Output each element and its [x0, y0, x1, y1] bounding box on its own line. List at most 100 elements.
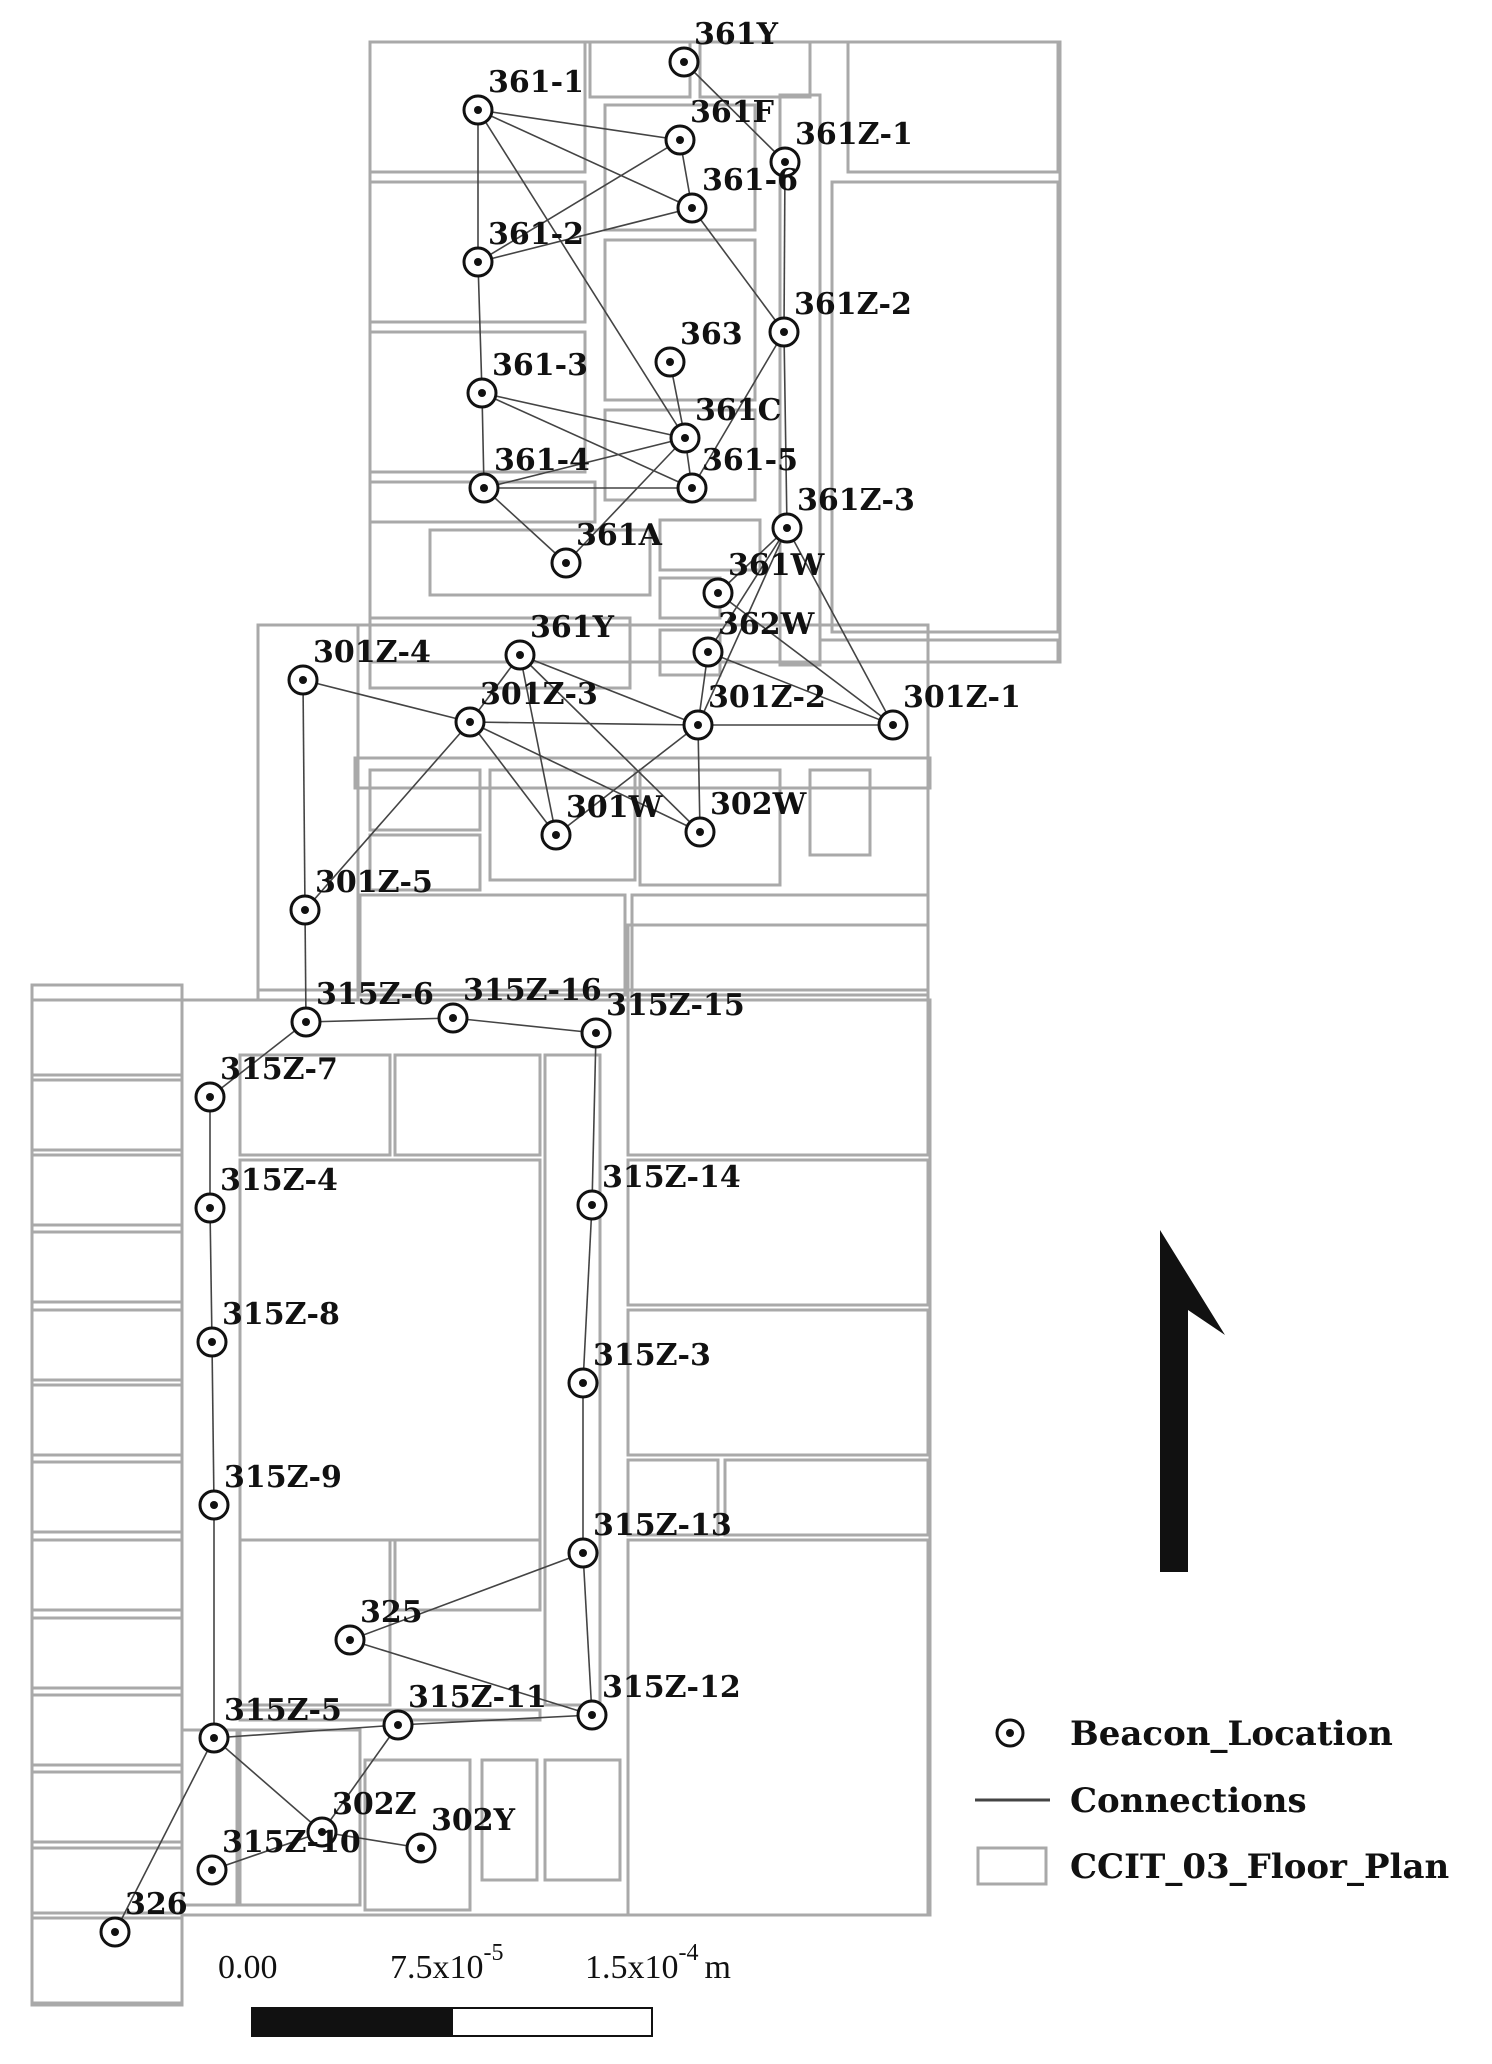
connection-line	[477, 139, 681, 263]
beacon-dot	[688, 484, 696, 492]
connection-line	[397, 1714, 593, 1726]
connection-line	[519, 654, 557, 836]
connections-layer	[114, 61, 894, 1933]
legend-floor-plan-swatch	[976, 1846, 1048, 1886]
connection-line	[469, 721, 699, 726]
beacon-marker: 361-5	[676, 443, 798, 504]
beacon-marker: 361-6	[676, 163, 798, 224]
connection-line	[321, 1831, 422, 1849]
connection-line	[477, 261, 483, 394]
beacon-marker: 315Z-12	[576, 1670, 741, 1731]
connection-line	[582, 1204, 593, 1384]
beacon-label: 361Z-2	[794, 287, 912, 322]
scale-tick-1: 7.5x10-5	[390, 1940, 504, 1986]
beacon-dot	[206, 1093, 214, 1101]
beacon-dot	[783, 524, 791, 532]
beacon-dot	[474, 106, 482, 114]
beacon-dot	[318, 1828, 326, 1836]
beacon-label: 315Z-7	[220, 1052, 338, 1087]
beacon-dot	[449, 1014, 457, 1022]
legend-floor-plan-label: CCIT_03_Floor_Plan	[1070, 1847, 1449, 1887]
beacon-label: 315Z-12	[602, 1670, 741, 1705]
beacon-marker: 315Z-13	[567, 1508, 732, 1569]
beacon-dot	[301, 906, 309, 914]
beacon-marker: 315Z-6	[290, 977, 434, 1038]
connection-line	[305, 1017, 454, 1023]
beacon-label: 302W	[710, 787, 808, 822]
beacon-marker: 315Z-10	[196, 1825, 361, 1886]
beacon-marker: 315Z-14	[576, 1160, 741, 1221]
beacon-dot	[417, 1844, 425, 1852]
connection-line	[213, 1724, 399, 1739]
beacon-label: 361-5	[702, 443, 798, 478]
legend-beacon-icon	[995, 1718, 1025, 1748]
beacon-dot	[579, 1549, 587, 1557]
beacon-marker: 361Y	[668, 17, 779, 78]
connection-line	[481, 392, 686, 439]
beacon-marker: 361-4	[468, 443, 590, 504]
connection-line	[591, 1032, 597, 1206]
connection-line	[211, 1831, 323, 1871]
beacon-label: 315Z-14	[602, 1160, 741, 1195]
beacon-dot	[346, 1636, 354, 1644]
connection-line	[114, 1737, 215, 1933]
connection-line	[477, 207, 693, 263]
beacon-label: 301W	[566, 790, 664, 825]
beacon-label: 361A	[576, 518, 663, 553]
beacon-dot	[210, 1501, 218, 1509]
legend-beacon-label: Beacon_Location	[1070, 1714, 1393, 1754]
beacon-marker: 315Z-15	[580, 988, 745, 1049]
beacon-label: 362W	[718, 607, 816, 642]
beacon-label: 301Z-4	[313, 635, 431, 670]
connection-line	[697, 527, 788, 726]
connection-line	[469, 721, 557, 836]
scale-bar-white-segment	[451, 2007, 653, 2037]
beacon-marker: 361A	[550, 518, 663, 579]
beacon-label: 301Z-5	[315, 865, 433, 900]
beacon-marker: 301Z-4	[287, 635, 431, 696]
beacon-dot	[780, 328, 788, 336]
beacon-marker: 315Z-16	[437, 973, 602, 1034]
beacon-label: 361W	[728, 548, 826, 583]
beacon-marker: 301Z-1	[877, 680, 1021, 741]
beacon-dot	[588, 1201, 596, 1209]
beacon-dot	[466, 718, 474, 726]
connection-line	[477, 109, 686, 439]
connection-line	[211, 1341, 215, 1506]
beacon-dot	[704, 648, 712, 656]
beacon-marker: 315Z-7	[194, 1052, 338, 1113]
beacon-marker: 361W	[702, 548, 826, 609]
beacon-dot	[680, 58, 688, 66]
beacon-dot	[111, 1928, 119, 1936]
beacon-marker: 301Z-3	[454, 677, 598, 738]
beacon-label: 325	[360, 1595, 423, 1630]
connection-line	[691, 331, 785, 489]
beacon-dot	[516, 651, 524, 659]
legend-connections-label: Connections	[1070, 1781, 1307, 1821]
beacon-dot	[478, 389, 486, 397]
connection-line	[321, 1724, 399, 1833]
connection-line	[697, 724, 701, 833]
connection-line	[302, 679, 306, 911]
beacon-label: 361Z-3	[797, 483, 915, 518]
beacon-label: 361-3	[492, 348, 588, 383]
beacon-dot	[666, 358, 674, 366]
beacon-label: 315Z-10	[222, 1825, 361, 1860]
connection-line	[304, 909, 307, 1023]
beacon-dot	[714, 589, 722, 597]
beacon-label: 363	[680, 317, 743, 352]
scale-tick-0: 0.00	[218, 1949, 278, 1986]
connection-line	[302, 679, 471, 723]
beacon-label: 361F	[690, 95, 774, 130]
beacon-label: 315Z-15	[606, 988, 745, 1023]
beacon-label: 361C	[695, 393, 782, 428]
beacon-marker: 315Z-9	[198, 1460, 342, 1521]
beacon-label: 361-1	[488, 65, 584, 100]
beacon-dot	[588, 1711, 596, 1719]
beacon-marker: 361Z-1	[769, 117, 913, 178]
beacon-dot	[206, 1204, 214, 1212]
connection-line	[304, 721, 471, 911]
connection-line	[683, 61, 786, 163]
connection-line	[707, 527, 788, 653]
